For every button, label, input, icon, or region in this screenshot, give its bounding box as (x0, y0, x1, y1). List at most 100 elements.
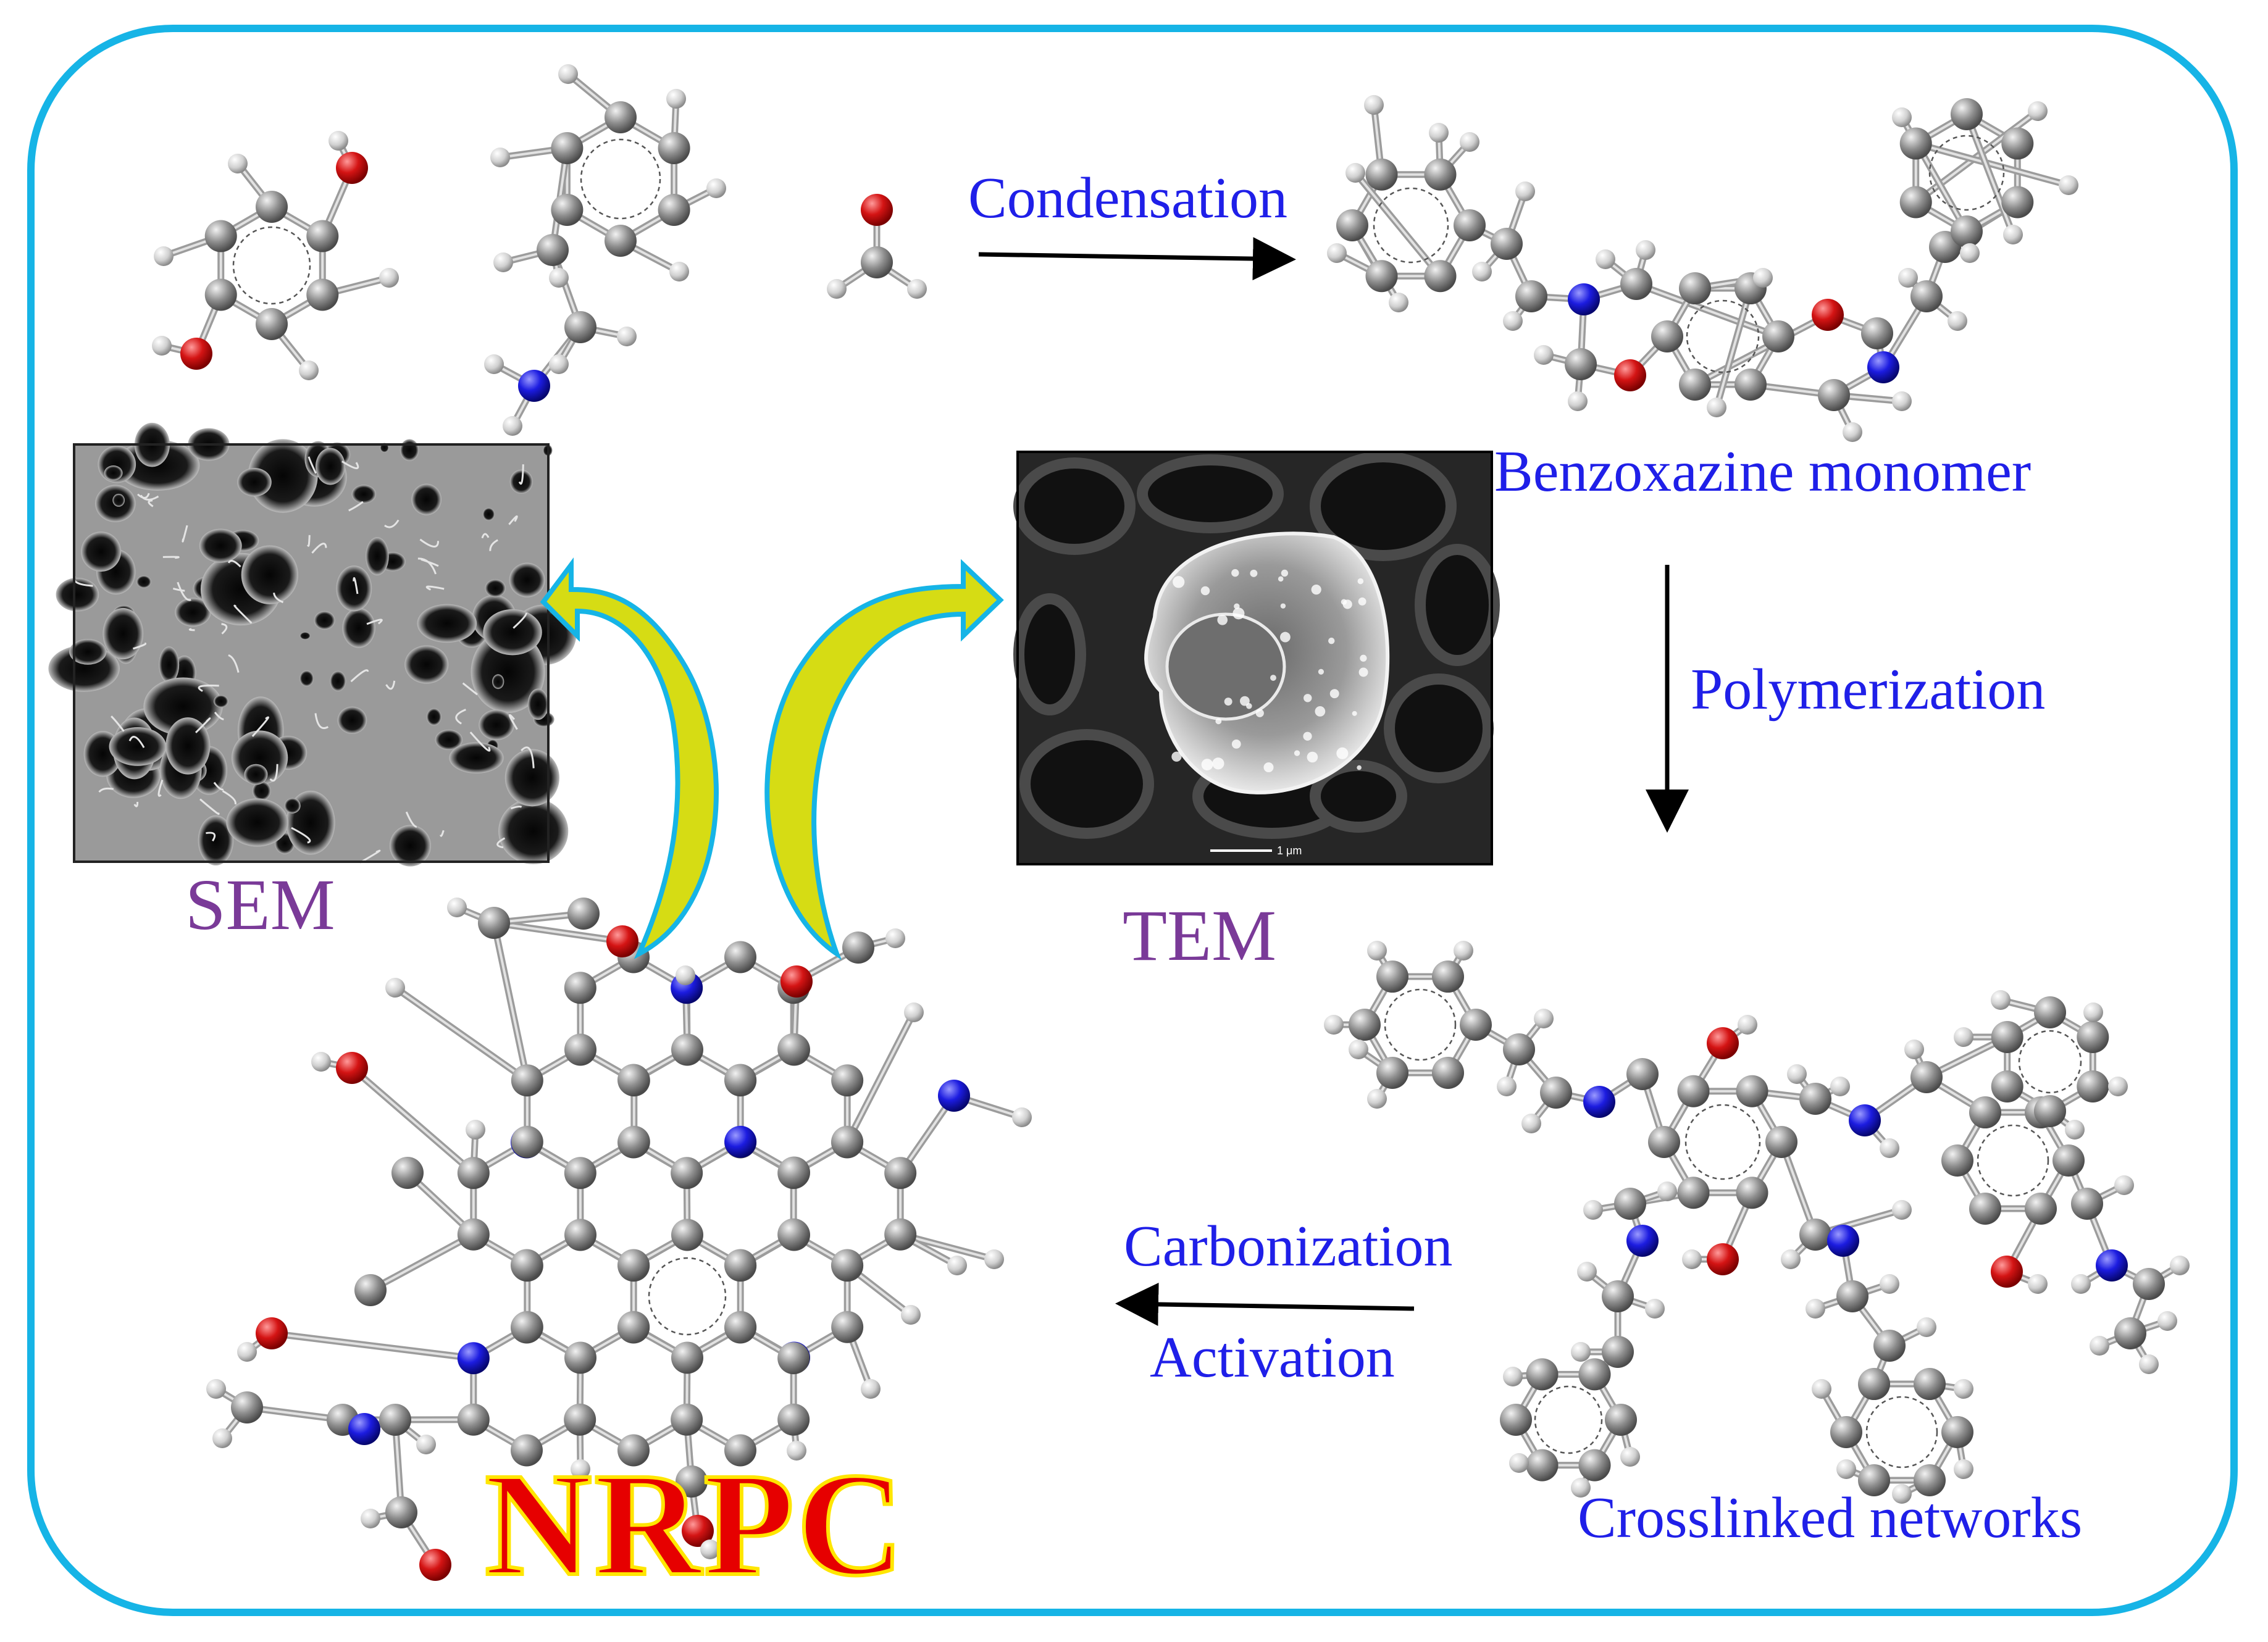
hydrogen-atom (1327, 243, 1347, 263)
sem-pore (426, 708, 441, 726)
carbon-atom (564, 1157, 596, 1190)
oxygen-atom (1614, 359, 1646, 391)
hydrogen-atom (1892, 107, 1912, 127)
carbon-atom (1818, 379, 1850, 411)
hydrogen-atom (984, 1249, 1004, 1269)
carbon-atom (1454, 209, 1486, 241)
tem-speck (1311, 585, 1321, 595)
hydrogen-atom (1349, 1040, 1368, 1059)
sem-pore (483, 609, 542, 656)
carbon-atom (511, 1064, 543, 1097)
hydrogen-atom (1389, 293, 1408, 312)
carbon-atom (564, 1033, 596, 1066)
aromatic-ring (1384, 988, 1457, 1061)
oxygen-atom (1707, 1027, 1739, 1059)
carbon-atom (1349, 1009, 1381, 1041)
sem-pore (159, 646, 180, 683)
bond-highlight (493, 922, 624, 943)
formaldehyde-molecule (827, 194, 927, 299)
phenethylamine-molecule (484, 64, 726, 436)
sem-pore (112, 493, 125, 507)
carbon-atom (457, 1218, 490, 1251)
carbon-atom (1969, 1192, 2001, 1225)
carbon-atom (617, 1064, 650, 1096)
carbon-atom (1799, 1219, 1831, 1251)
sem-ridge (213, 781, 224, 791)
carbon-atom (564, 972, 596, 1004)
sem-pore (244, 764, 268, 785)
sem-pore (389, 825, 431, 867)
sem-ridge (111, 715, 125, 732)
carbon-atom (457, 1403, 490, 1436)
hydrogen-atom (1620, 1447, 1640, 1467)
carbon-atom (379, 1404, 411, 1436)
hydrogen-atom (885, 928, 905, 948)
sem-ridge (353, 577, 359, 594)
hydrogen-atom (1787, 1064, 1807, 1084)
tem-speck (1263, 762, 1274, 773)
tem-grid-hole (1013, 457, 1136, 555)
carbon-atom (1540, 1077, 1572, 1109)
sem-ridge (425, 585, 445, 591)
condensation-label: Condensation (968, 166, 1287, 230)
hydrogen-atom (1707, 398, 1726, 417)
sem-ridge (385, 680, 396, 690)
nitrogen-atom (457, 1342, 490, 1375)
hydrogen-atom (1954, 1459, 1973, 1479)
hydrogen-atom (493, 252, 513, 272)
carbon-atom (1736, 1177, 1768, 1209)
hydrogen-atom (558, 64, 578, 84)
carbon-atom (1951, 215, 1983, 248)
carbon-atom (1765, 1126, 1797, 1158)
carbon-atom (1941, 1416, 1973, 1448)
tem-speck (1357, 578, 1364, 585)
carbon-atom (1858, 1464, 1890, 1496)
hydrogen-atom (1948, 311, 1967, 331)
bond-highlight (1780, 1141, 1817, 1236)
hydrogen-atom (1568, 391, 1588, 411)
tem-speck (1328, 637, 1335, 644)
carbon-atom (385, 1496, 417, 1528)
hydroquinone-molecule (152, 131, 399, 380)
tem-grid-hole (1019, 729, 1154, 839)
hydrogen-atom (2028, 101, 2048, 121)
aromatic-ring (1977, 1124, 2049, 1197)
sem-ridge (162, 556, 180, 559)
hydrogen-atom (617, 327, 637, 346)
hydrogen-atom (947, 1256, 967, 1275)
bond-highlight (1635, 283, 1780, 338)
carbon-atom (1336, 209, 1368, 241)
oxygen-atom (682, 1515, 714, 1547)
hydrogen-atom (700, 1540, 720, 1559)
hydrogen-atom (1753, 268, 1773, 288)
carbon-atom (831, 1311, 864, 1343)
carbon-atom (1861, 317, 1893, 349)
carbon-atom (1762, 320, 1794, 352)
carbon-atom (1602, 1336, 1634, 1368)
hydrogen-atom (1503, 1367, 1523, 1386)
bond-highlight (899, 1233, 995, 1261)
hydrogen-atom (676, 965, 695, 985)
hydrogen-atom (385, 978, 405, 998)
hydrogen-atom (666, 89, 686, 109)
hydrogen-atom (1497, 1077, 1517, 1096)
carbon-atom (671, 1219, 703, 1251)
carbon-atom (1503, 1033, 1535, 1065)
carbon-atom (2052, 1144, 2085, 1177)
sem-ridge (508, 515, 518, 525)
bond-highlight (493, 922, 529, 1082)
hydrogen-atom (549, 268, 569, 288)
tem-speck (1342, 599, 1352, 609)
tem-speck (1307, 751, 1318, 763)
sem-ridge (182, 525, 188, 543)
carbon-atom (2077, 1021, 2109, 1053)
sem-ridge (140, 494, 159, 501)
carbon-atom (457, 1157, 490, 1190)
carbon-atom (884, 1157, 917, 1190)
hydrogen-atom (2139, 1354, 2159, 1374)
nitrogen-atom (348, 1413, 380, 1445)
hydrogen-atom (904, 1002, 924, 1022)
carbon-atom (511, 1434, 543, 1467)
carbon-atom (1578, 1449, 1611, 1482)
